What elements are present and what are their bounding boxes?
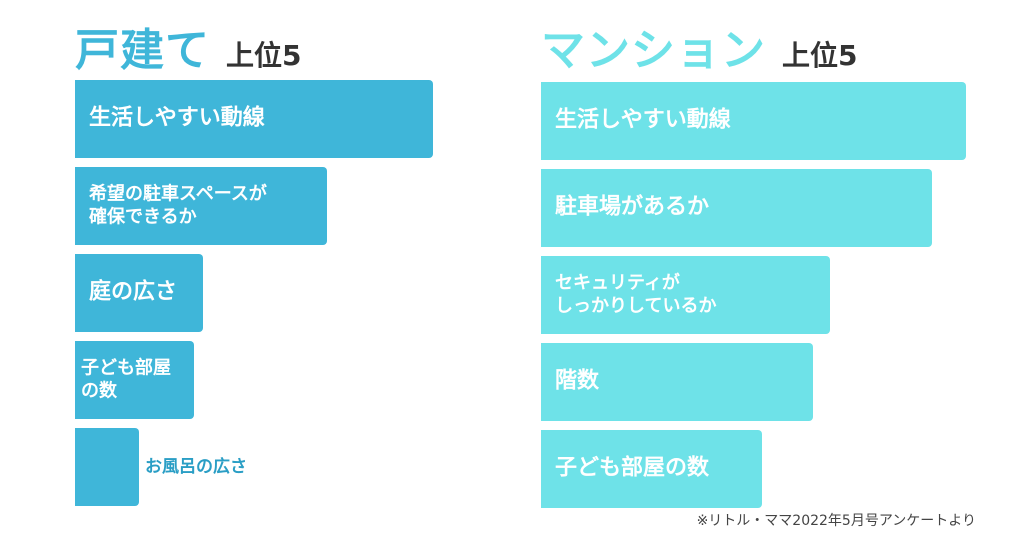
bar-label-1: 生活しやすい動線 bbox=[555, 107, 731, 133]
detached-house-title: 戸建て bbox=[75, 25, 210, 76]
bar-label-1: 生活しやすい動線 bbox=[89, 105, 265, 131]
bar-label-5: 子ども部屋の数 bbox=[555, 455, 710, 481]
bar-5: 子ども部屋の数 bbox=[541, 430, 762, 508]
bar-label-2: 希望の駐車スペースが 確保できるか bbox=[89, 183, 267, 228]
condominium-title: マンション bbox=[541, 25, 766, 76]
bar-label-5: お風呂の広さ bbox=[145, 456, 247, 477]
bar-1: 生活しやすい動線 bbox=[75, 80, 433, 158]
bar-label-2: 駐車場があるか bbox=[555, 194, 710, 220]
detached-house-panel: 戸建て 上位5 生活しやすい動線希望の駐車スペースが 確保できるか庭の広さ子ども… bbox=[75, 0, 475, 538]
bar-4: 階数 bbox=[541, 343, 813, 421]
bar-label-4: 子ども部屋 の数 bbox=[81, 357, 171, 402]
detached-house-subtitle: 上位5 bbox=[226, 39, 302, 72]
bar-3: セキュリティが しっかりしているか bbox=[541, 256, 830, 334]
bar-1: 生活しやすい動線 bbox=[541, 82, 966, 160]
source-note: ※リトル・ママ2022年5月号アンケートより bbox=[696, 513, 976, 529]
bar-label-4: 階数 bbox=[555, 368, 600, 394]
bar-label-3: 庭の広さ bbox=[89, 279, 178, 305]
bar-label-3: セキュリティが しっかりしているか bbox=[555, 272, 717, 317]
detached-house-bars: 生活しやすい動線希望の駐車スペースが 確保できるか庭の広さ子ども部屋 の数お風呂… bbox=[75, 0, 475, 538]
bar-2: 駐車場があるか bbox=[541, 169, 932, 247]
condominium-bars: 生活しやすい動線駐車場があるかセキュリティが しっかりしているか階数子ども部屋の… bbox=[541, 0, 981, 538]
condominium-heading: マンション 上位5 bbox=[541, 14, 857, 78]
condominium-subtitle: 上位5 bbox=[782, 39, 858, 72]
bar-5 bbox=[75, 428, 139, 506]
bar-3: 庭の広さ bbox=[75, 254, 203, 332]
bar-2: 希望の駐車スペースが 確保できるか bbox=[75, 167, 327, 245]
condominium-panel: マンション 上位5 生活しやすい動線駐車場があるかセキュリティが しっかりしてい… bbox=[541, 0, 981, 538]
detached-house-heading: 戸建て 上位5 bbox=[75, 14, 301, 78]
bar-4: 子ども部屋 の数 bbox=[75, 341, 194, 419]
